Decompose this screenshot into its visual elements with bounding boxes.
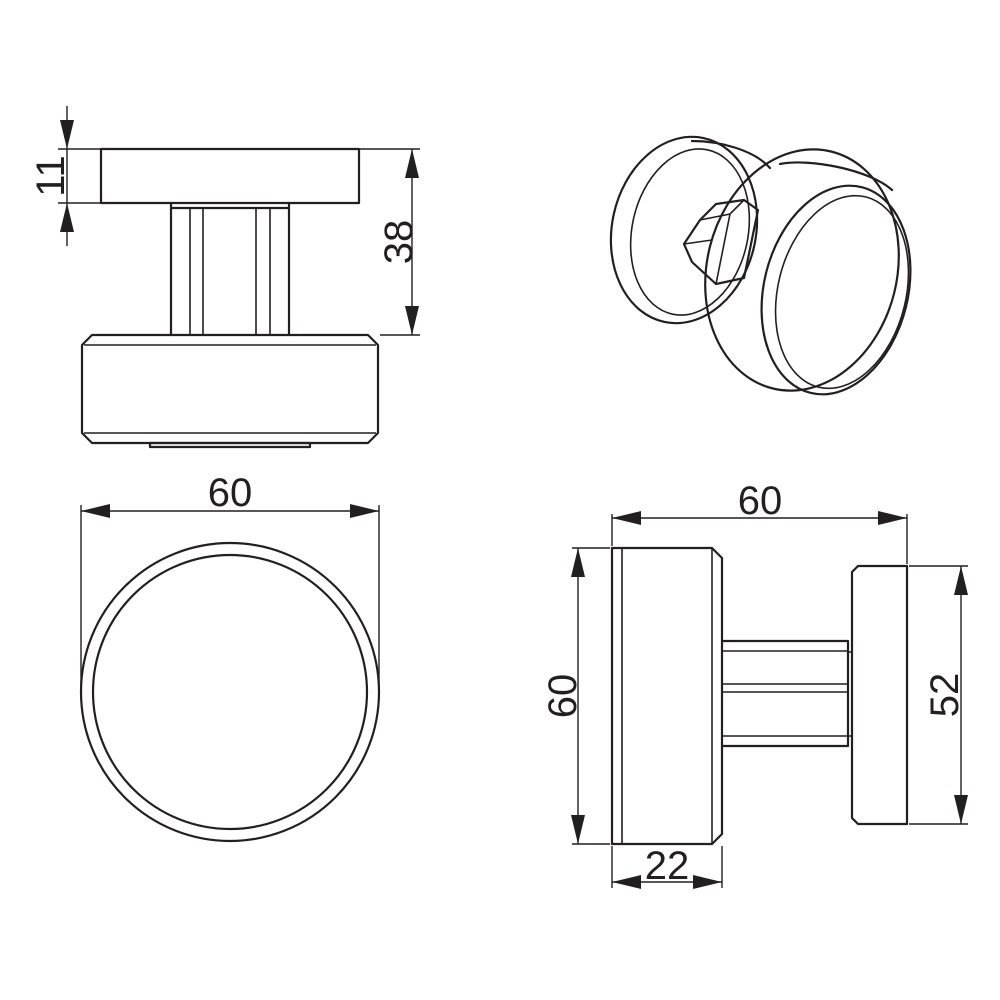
spindle-iso [682, 198, 760, 286]
rosette-side-view [847, 564, 909, 826]
dim-11-label: 11 [29, 155, 73, 197]
knob-body-side [80, 333, 380, 449]
knob-front-iso [704, 148, 912, 396]
dim-52-label: 52 [923, 673, 967, 718]
isometric-view [609, 135, 912, 396]
dimension-60-front: 60 [80, 471, 380, 690]
dimension-52: 52 [909, 565, 968, 825]
knob-inner-circle [91, 553, 369, 831]
dim-38-label: 38 [377, 220, 421, 265]
rosette-back-iso [609, 135, 772, 325]
dim-60-height-label: 60 [541, 674, 585, 719]
dimension-60-height: 60 [541, 547, 610, 845]
spindle-neck [169, 201, 291, 337]
front-view: 60 [79, 471, 381, 843]
dimension-22: 22 [611, 844, 723, 889]
knob-outer-circle [79, 541, 381, 843]
dimension-60-width: 60 [611, 479, 908, 564]
dim-22-label: 22 [645, 844, 690, 888]
knob-side-view [610, 546, 724, 846]
side-elevation-view: 11 38 [29, 106, 421, 449]
dimension-11: 11 [29, 106, 101, 246]
rosette-cap [99, 147, 361, 205]
spindle-side-view [720, 639, 850, 748]
dim-60-width-label: 60 [738, 479, 783, 523]
side-view: 60 60 52 22 [541, 479, 968, 889]
dimension-38: 38 [359, 148, 421, 336]
dim-60-front-label: 60 [208, 471, 253, 515]
